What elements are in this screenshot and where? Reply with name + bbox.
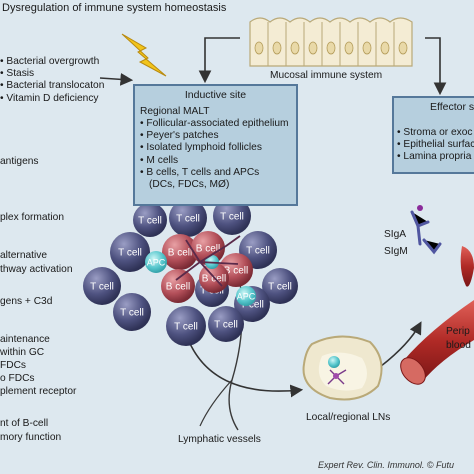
t-cell-label: T cell	[268, 282, 292, 293]
left-step: nt of B-cell	[0, 418, 49, 429]
t-cell	[133, 203, 167, 237]
t-cell-label: T cell	[240, 300, 264, 311]
t-cell-label: T cell	[118, 248, 142, 259]
inductive-item: • Peyer's patches	[140, 130, 219, 142]
diagram-title: Dysregulation of immune system homeostas…	[2, 2, 227, 14]
lymph-nodes-label: Local/regional LNs	[306, 412, 391, 423]
inductive-list: • Follicular-associated epithelium • Pey…	[140, 118, 296, 191]
t-cell-label: T cell	[138, 216, 162, 227]
apc-cell	[236, 286, 256, 306]
sigm-label: SIgM	[384, 246, 408, 257]
citation: Expert Rev. Clin. Immunol. © Futu	[318, 460, 455, 470]
inductive-item: (DCs, FDCs, MØ)	[149, 179, 230, 191]
cause-item: • Stasis	[0, 68, 35, 80]
inductive-title: Inductive site	[184, 89, 247, 101]
mucosal-label: Mucosal immune system	[270, 70, 383, 81]
left-step: plement receptor	[0, 386, 77, 397]
epithelium-illustration	[249, 17, 413, 67]
b-cell-label: B cell	[202, 274, 226, 285]
t-cell-label: T cell	[174, 322, 198, 333]
left-step: mory function	[0, 432, 62, 443]
b-cell-label: B cell	[224, 266, 248, 277]
t-cell-label: T cell	[214, 320, 238, 331]
t-cell	[166, 306, 206, 346]
left-step: plex formation	[0, 212, 64, 223]
t-cell-label: T cell	[176, 214, 200, 225]
t-cell	[169, 199, 207, 237]
inductive-item: • Isolated lymphoid follicles	[140, 142, 262, 154]
t-cell	[110, 232, 150, 272]
effector-title: Effector s	[430, 101, 474, 113]
effector-list: • Stroma or exoc • Epithelial surfac • L…	[397, 127, 474, 164]
b-cell	[191, 231, 225, 265]
blood-label: blood	[446, 340, 471, 351]
t-cell	[208, 306, 244, 342]
left-step: FDCs	[0, 360, 27, 371]
t-cell	[83, 267, 121, 305]
left-step: alternative	[0, 250, 48, 261]
left-step: gens + C3d	[0, 296, 53, 307]
t-cell-label: T cell	[220, 212, 244, 223]
siga-label: SIgA	[384, 229, 407, 240]
inductive-item: • Follicular-associated epithelium	[140, 118, 289, 129]
peripheral-label: Perip	[446, 326, 470, 337]
lightning-icon	[121, 33, 167, 77]
t-cell	[262, 268, 298, 304]
inductive-item: • B cells, T cells and APCs	[140, 166, 260, 178]
b-cell	[162, 234, 198, 270]
apc-cell	[145, 251, 167, 273]
left-step: aintenance	[0, 334, 50, 345]
effector-item: • Stroma or exoc	[397, 127, 473, 138]
t-cell-label: T cell	[246, 246, 270, 257]
antibody-icon	[410, 210, 442, 255]
apc-label: APC	[237, 292, 256, 302]
inductive-subtitle: Regional MALT	[140, 106, 210, 117]
lymphatic-vessels-label: Lymphatic vessels	[178, 434, 261, 445]
cause-item: • Vitamin D deficiency	[0, 92, 99, 104]
t-cell-label: T cell	[120, 308, 144, 319]
cause-item: • Bacterial overgrowth	[0, 56, 100, 67]
inductive-item: • M cells	[140, 154, 179, 166]
t-cell	[113, 293, 151, 331]
t-cell	[213, 197, 251, 235]
left-step: within GC	[0, 347, 45, 358]
left-step: o FDCs	[0, 373, 35, 384]
b-cell-label: B cell	[196, 244, 220, 255]
t-cell-label: T cell	[90, 282, 114, 293]
left-step: thway activation	[0, 264, 73, 275]
inductive-site-box: Inductive site Regional MALT • Follicula…	[133, 84, 298, 206]
b-cell-label: B cell	[168, 248, 192, 259]
cause-list: • Bacterial overgrowth • Stasis • Bacter…	[0, 56, 104, 105]
dendritic-cell-processes	[175, 235, 241, 287]
apc-label: APC	[147, 258, 166, 268]
effector-item: • Lamina propria	[397, 151, 472, 163]
effector-item: • Epithelial surfac	[397, 139, 474, 151]
effector-site-box: Effector s • Stroma or exoc • Epithelial…	[392, 96, 474, 174]
left-step: antigens	[0, 156, 39, 167]
cause-item: • Bacterial translocaton	[0, 80, 105, 92]
b-cell	[161, 269, 195, 303]
b-cell-label: B cell	[166, 282, 190, 293]
